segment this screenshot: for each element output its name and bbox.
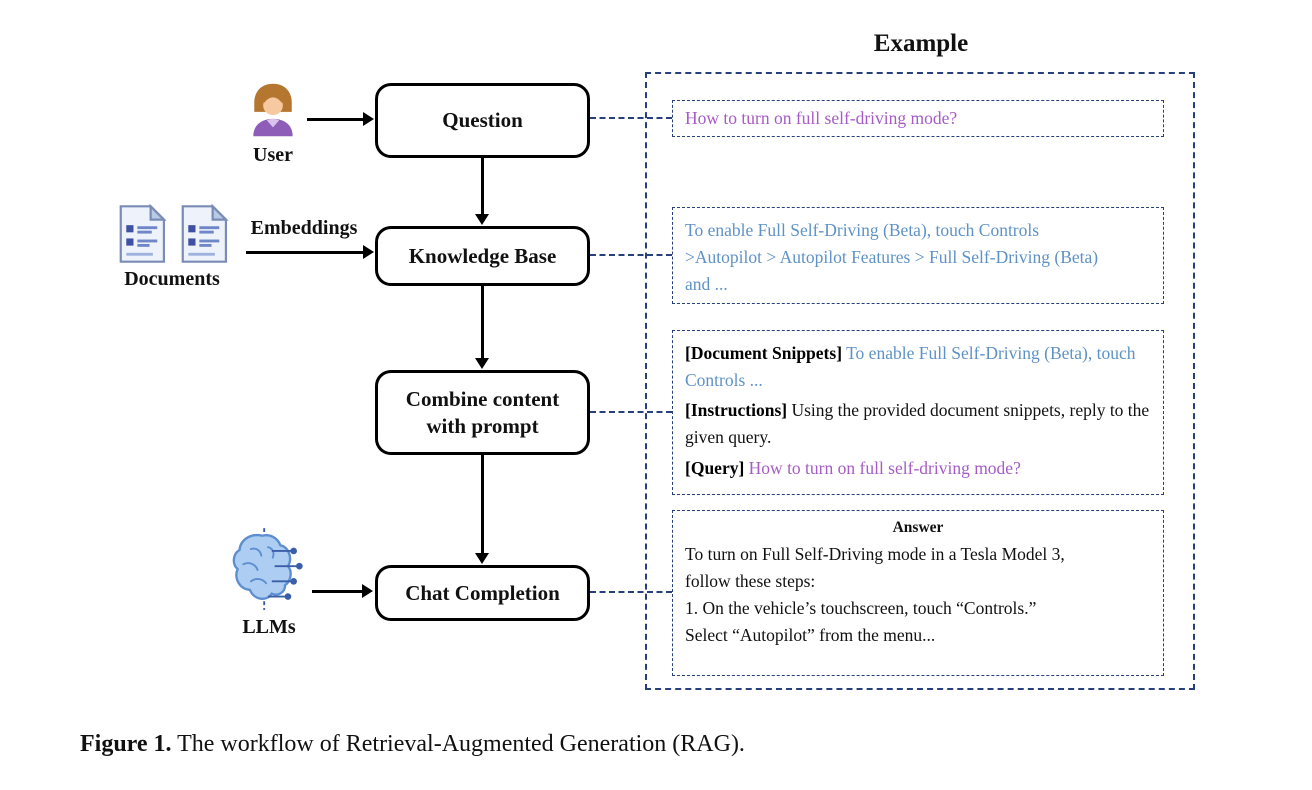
connector-knowledge-base-example	[590, 254, 672, 256]
prompt-document-snippets-line: [Document Snippets] To enable Full Self-…	[685, 340, 1151, 394]
answer-title: Answer	[892, 519, 944, 536]
chat-completion-node: Chat Completion	[375, 565, 590, 621]
example-retrieval-text: To enable Full Self-Driving (Beta), touc…	[685, 220, 1099, 295]
prompt-query-line: [Query] How to turn on full self-driving…	[685, 455, 1151, 482]
example-question-box: How to turn on full self-driving mode?	[672, 100, 1164, 137]
llms-label: LLMs	[242, 616, 296, 638]
arrow-documents-to-knowledge-base	[246, 245, 374, 259]
document-snippets-label: [Document Snippets]	[685, 343, 843, 363]
prompt-instructions-line: [Instructions] Using the provided docume…	[685, 397, 1151, 451]
instructions-label: [Instructions]	[685, 400, 788, 421]
document-snippets-text: To enable Full Self-Driving (Beta), touc…	[685, 343, 1136, 391]
arrow-knowledge-base-to-combine	[475, 286, 489, 369]
figure-caption-label: Figure 1.	[80, 731, 172, 757]
connector-answer-example	[590, 591, 672, 593]
example-header: Example	[873, 30, 969, 57]
answer-text: To turn on Full Self-Driving mode in a T…	[685, 544, 1065, 646]
example-retrieval-box: To enable Full Self-Driving (Beta), touc…	[672, 207, 1164, 304]
user-label: User	[253, 144, 293, 166]
user-avatar-icon	[243, 80, 303, 140]
combine-content-node: Combine content with prompt	[375, 370, 590, 455]
connector-prompt-example	[590, 411, 672, 413]
documents-icon	[112, 203, 238, 265]
query-text: How to turn on full self-driving mode?	[748, 457, 1021, 478]
figure-caption: Figure 1. The workflow of Retrieval-Augm…	[80, 731, 745, 758]
brain-llm-icon	[230, 526, 306, 612]
instructions-text: Using the provided document snippets, re…	[685, 400, 1150, 448]
knowledge-base-node: Knowledge Base	[375, 226, 590, 286]
arrow-user-to-question	[307, 112, 374, 126]
connector-question-example	[590, 117, 672, 119]
example-answer-box: Answer To turn on Full Self-Driving mode…	[672, 510, 1164, 676]
arrow-combine-to-chat-completion	[475, 455, 489, 564]
embeddings-label: Embeddings	[250, 217, 358, 239]
arrow-question-to-knowledge-base	[475, 158, 489, 225]
question-node: Question	[375, 83, 590, 158]
example-prompt-box: [Document Snippets] To enable Full Self-…	[672, 330, 1164, 495]
arrow-llms-to-chat-completion	[312, 584, 373, 598]
example-question-text: How to turn on full self-driving mode?	[685, 107, 958, 128]
documents-label: Documents	[124, 268, 220, 290]
query-label: [Query]	[685, 457, 745, 478]
figure-caption-text: The workflow of Retrieval-Augmented Gene…	[171, 731, 745, 757]
